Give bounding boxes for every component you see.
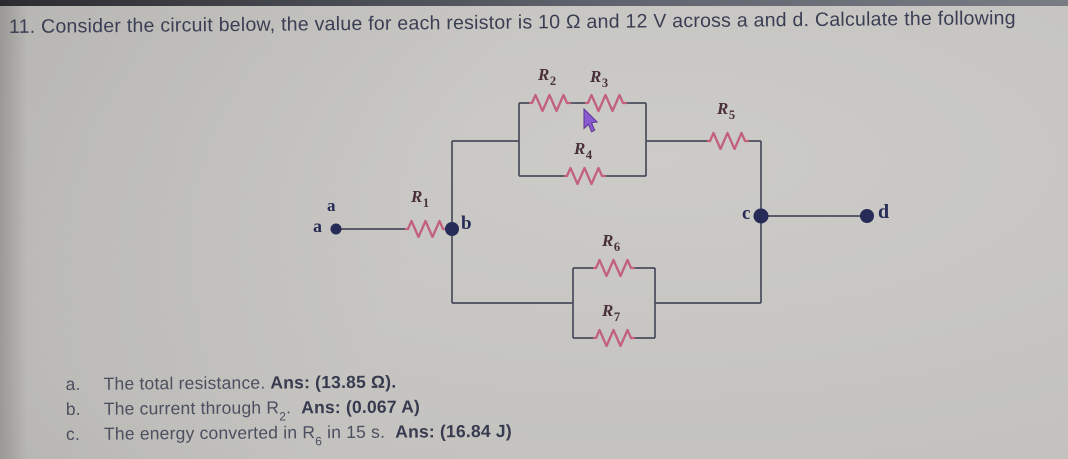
resistor-r4 [562,166,608,186]
resistor-label-r5: R5 [717,99,736,123]
item-letter: a. [65,373,81,394]
resistor-zigzags [403,93,751,348]
item-letter: c. [65,423,81,444]
node-dot-d [860,209,874,223]
item-text-after: in 15 s. [321,421,391,443]
resistor-r7 [591,328,637,348]
node-label-c: c [742,203,751,224]
resistor-r2 [527,93,573,113]
top-dark-edge [0,0,1068,6]
answer-item-c: c. The energy converted in R6 in 15 s. An… [66,421,512,448]
answer-item-b: b. The current through R2. Ans: (0.067 A) [66,396,420,422]
resistor-r6 [591,258,637,278]
resistor-r3 [583,93,629,113]
item-sub: 2 [279,408,287,423]
node-dot-a [330,223,342,235]
item-text: The current through R [103,397,280,419]
cursor-arrow [583,107,599,133]
node-label-b: b [461,213,472,234]
item-text: The energy converted in R [103,422,316,444]
mouse-cursor-icon [583,107,599,133]
node-label-a-top: a [327,196,336,215]
resistor-label-r7: R7 [602,301,621,325]
resistor-label-r4: R4 [574,139,593,163]
node-dot-b [445,222,459,236]
resistor-label-r1: R1 [411,187,430,211]
resistor-r1 [403,219,449,239]
resistor-label-r6: R6 [602,231,621,255]
item-answer: Ans: (13.85 Ω). [270,371,397,393]
resistor-label-r2: R2 [538,65,557,89]
node-label-a-left: a [313,216,322,236]
resistor-label-r3: R3 [590,67,609,91]
item-answer: Ans: (16.84 J) [395,420,512,442]
item-answer: Ans: (0.067 A) [301,396,421,418]
node-dots [330,208,874,236]
node-dot-c [753,208,769,224]
resistor-r5 [705,131,751,151]
item-text: The total resistance. [103,372,266,394]
item-letter: b. [65,398,81,419]
node-label-d: d [878,201,890,223]
item-text-after: . [285,397,297,418]
answer-item-a: a. The total resistance.Ans: (13.85 Ω). [66,372,397,398]
item-sub: 6 [315,433,323,448]
